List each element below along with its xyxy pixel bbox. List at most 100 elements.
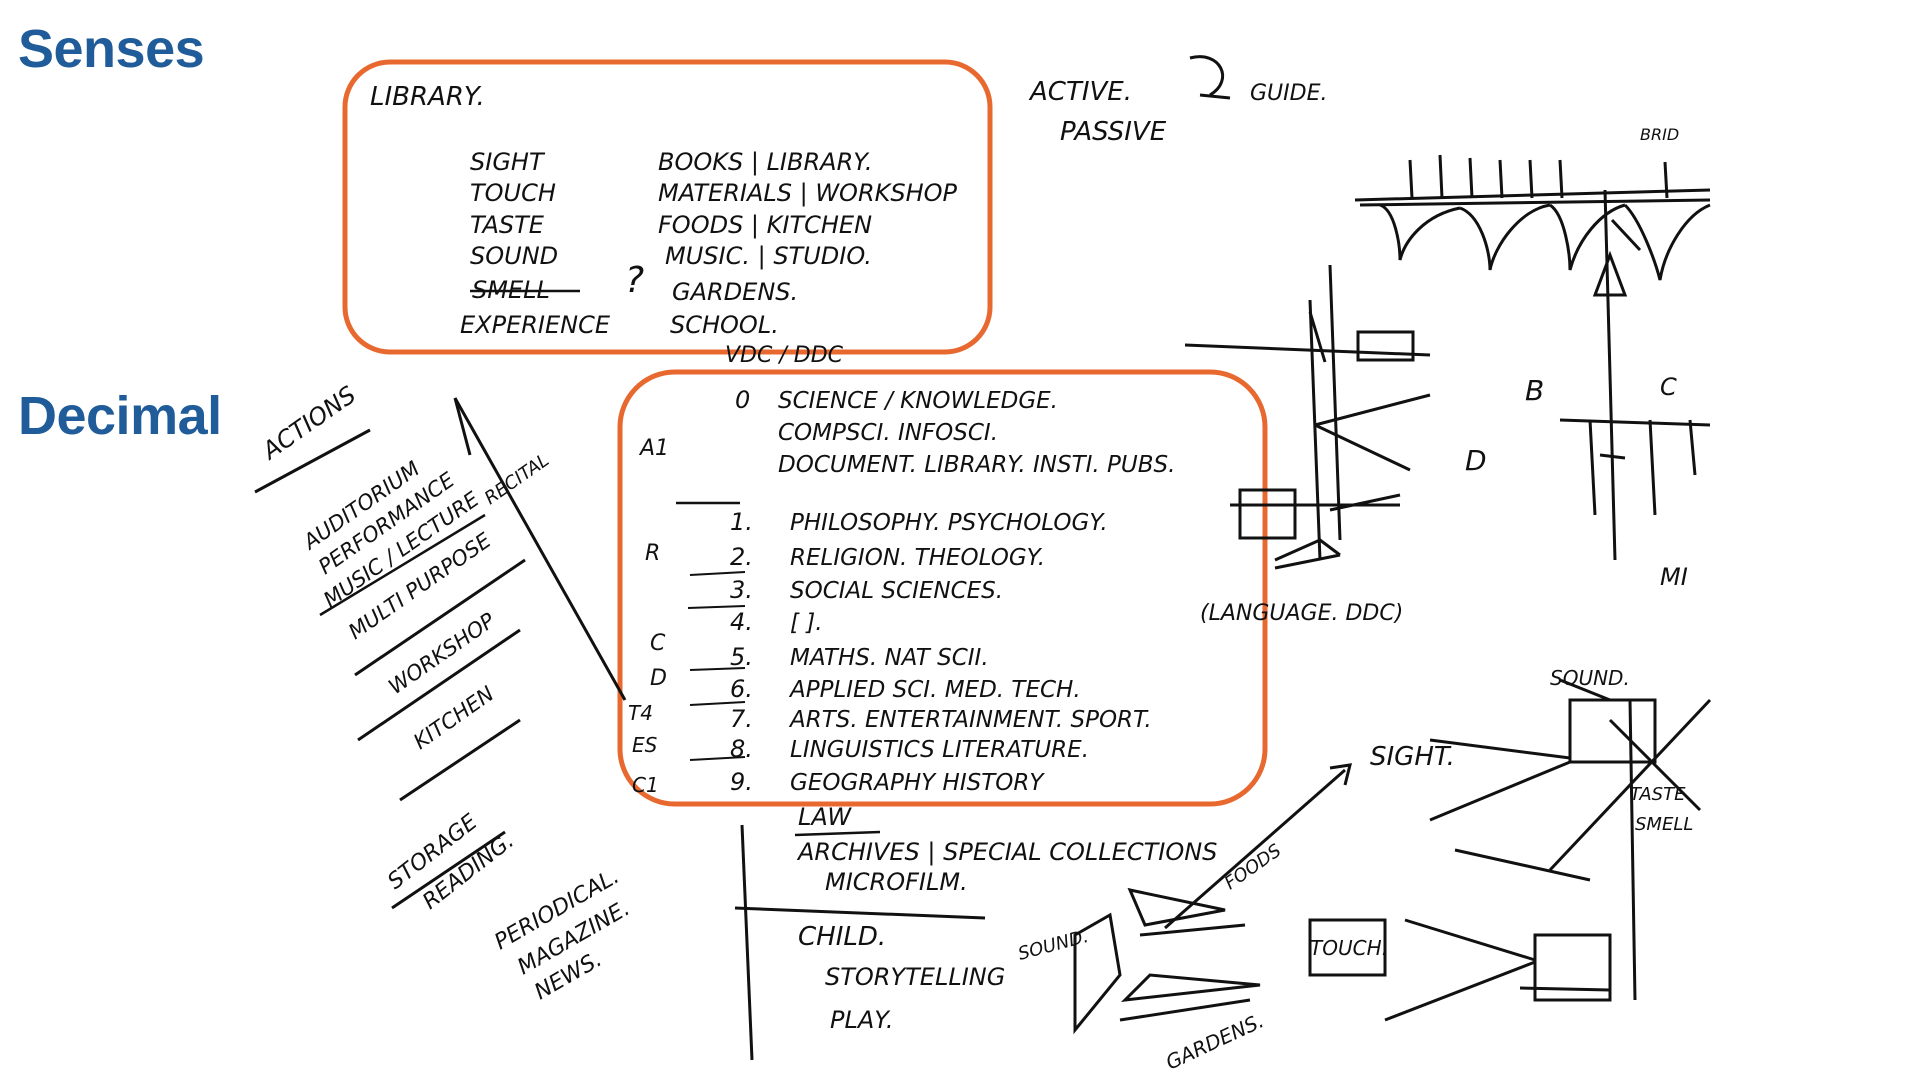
ddc-num-8: 8. bbox=[730, 735, 753, 763]
smell-note: SMELL bbox=[1635, 814, 1693, 835]
ddc-num-7: 7. bbox=[730, 705, 753, 733]
decimal-highlight-box bbox=[617, 369, 1268, 807]
mid-line bbox=[1454, 848, 1591, 882]
archives-note: ARCHIVES | SPECIAL COLLECTIONS bbox=[796, 838, 1217, 866]
section-line-3 bbox=[1329, 493, 1401, 512]
place-foods: FOODS | KITCHEN bbox=[658, 211, 872, 239]
ddc-text-2: RELIGION. THEOLOGY. bbox=[790, 545, 1045, 571]
place-school: SCHOOL. bbox=[670, 311, 779, 339]
section-box bbox=[1238, 488, 1297, 540]
decimal-title: Decimal bbox=[18, 386, 222, 446]
ddc-text-3: SOCIAL SCIENCES. bbox=[790, 578, 1003, 604]
ddc-num-0: 0 bbox=[735, 386, 750, 414]
gardens-shape bbox=[1120, 973, 1261, 1002]
right-level-line bbox=[1559, 418, 1711, 427]
sight-arrow-line bbox=[1164, 768, 1346, 930]
law-underline bbox=[794, 830, 881, 837]
c-label: C bbox=[1660, 373, 1677, 401]
sight-arrow-head bbox=[1329, 763, 1353, 786]
right-cross-line bbox=[1608, 718, 1702, 812]
ddc-text-7: ARTS. ENTERTAINMENT. SPORT. bbox=[788, 707, 1152, 733]
ddc-num-3: 3. bbox=[730, 576, 753, 604]
gardens-line bbox=[1119, 998, 1251, 1022]
bridge-arch-4 bbox=[1623, 203, 1711, 281]
sense-sound: SOUND bbox=[470, 242, 558, 270]
foods-shape bbox=[1127, 887, 1226, 927]
ddc-text-6: APPLIED SCI. MED. TECH. bbox=[788, 677, 1081, 703]
level-tick-1 bbox=[1308, 311, 1327, 363]
actions-underline bbox=[254, 428, 371, 494]
level-box-1 bbox=[1356, 330, 1415, 362]
ddc-num-4: 4. bbox=[730, 608, 753, 636]
spine-line-right bbox=[1603, 189, 1617, 561]
b-label: B bbox=[1525, 374, 1544, 407]
bridge-post-5 bbox=[1528, 159, 1534, 199]
sense-experience: EXPERIENCE bbox=[460, 311, 611, 339]
workshop-underline bbox=[357, 628, 521, 742]
ddc-header: VDC / DDC bbox=[725, 343, 844, 368]
library-heading: LIBRARY. bbox=[370, 82, 485, 112]
bridge-post-4 bbox=[1498, 159, 1504, 199]
ddc-text-1: PHILOSOPHY. PSYCHOLOGY. bbox=[790, 510, 1108, 536]
bridge-post-3 bbox=[1468, 157, 1474, 199]
spine-cross bbox=[1610, 218, 1642, 252]
gardens-note: GARDENS. bbox=[1162, 1008, 1267, 1074]
spine-triangle bbox=[1592, 250, 1628, 297]
active-note: ACTIVE. bbox=[1028, 77, 1132, 107]
question-mark: ? bbox=[625, 260, 644, 301]
bridge-post-6 bbox=[1558, 159, 1564, 199]
ddc-text-5: MATHS. NAT SCII. bbox=[790, 645, 989, 671]
senses-title: Senses bbox=[18, 19, 205, 79]
place-materials: MATERIALS | WORKSHOP bbox=[658, 179, 958, 207]
section-base bbox=[1274, 553, 1341, 570]
passive-tick bbox=[1199, 93, 1231, 100]
ddc-num-5: 5. bbox=[730, 643, 753, 671]
right-post-2 bbox=[1648, 419, 1657, 516]
taste-note: TASTE bbox=[1630, 784, 1686, 805]
microfilm-note: MICROFILM. bbox=[825, 868, 968, 896]
margin-mark-es: ES bbox=[632, 733, 658, 757]
d-label: D bbox=[1465, 444, 1487, 477]
language-note: (LANGUAGE. DDC) bbox=[1200, 601, 1403, 626]
active-arrow bbox=[1189, 55, 1224, 97]
ddc-text-0b: COMPSCI. INFOSCI. bbox=[778, 420, 998, 446]
margin-mark-c: C bbox=[650, 631, 666, 656]
spine-line-left-2 bbox=[1308, 299, 1322, 561]
bottom-notes-group: LAW ARCHIVES | SPECIAL COLLECTIONS MICRO… bbox=[734, 803, 1217, 1061]
sight-funnel-top bbox=[1429, 738, 1571, 760]
sight-box bbox=[1568, 698, 1657, 764]
place-gardens: GARDENS. bbox=[672, 278, 798, 306]
bridge-post-2 bbox=[1438, 154, 1444, 199]
recital-note: RECITAL bbox=[481, 450, 553, 509]
bridge-arch-3 bbox=[1549, 203, 1626, 271]
sense-touch: TOUCH bbox=[470, 179, 556, 207]
ddc-num-1: 1. bbox=[730, 508, 753, 536]
section-diagonal-2 bbox=[1314, 423, 1411, 472]
left-short-divider bbox=[453, 397, 472, 456]
touch-target-line bbox=[1519, 986, 1611, 992]
foods-note: FOODS bbox=[1221, 840, 1285, 894]
left-diagonal-divider bbox=[453, 397, 627, 701]
place-books: BOOKS | LIBRARY. bbox=[658, 148, 872, 176]
sound-note: SOUND. bbox=[1550, 666, 1630, 690]
sight-funnel-bottom bbox=[1429, 760, 1571, 822]
multi-underline bbox=[354, 558, 526, 677]
play-note: PLAY. bbox=[830, 1006, 893, 1034]
ddc-num-9: 9. bbox=[730, 768, 753, 796]
touch-target-box bbox=[1533, 933, 1612, 1002]
law-note: LAW bbox=[798, 803, 852, 831]
ddc-text-0: SCIENCE / KNOWLEDGE. bbox=[778, 388, 1058, 414]
foods-line bbox=[1139, 923, 1246, 937]
music-strike bbox=[319, 513, 486, 617]
storage-underline bbox=[391, 830, 506, 910]
margin-mark-a1: A1 bbox=[638, 436, 669, 461]
brid-note: BRID bbox=[1640, 125, 1679, 144]
kitchen-underline bbox=[399, 718, 521, 802]
senses-group: LIBRARY. SIGHT TOUCH TASTE SOUND SMELL E… bbox=[342, 59, 993, 355]
touch-funnel-bottom bbox=[1384, 960, 1536, 1022]
left-notes-group: ACTIONS AUDITORIUM PERFORMANCE MUSIC / L… bbox=[254, 381, 634, 1005]
storytelling-note: STORYTELLING bbox=[825, 963, 1005, 991]
num-strike-7 bbox=[689, 701, 746, 706]
sight-note: SIGHT. bbox=[1370, 742, 1455, 772]
